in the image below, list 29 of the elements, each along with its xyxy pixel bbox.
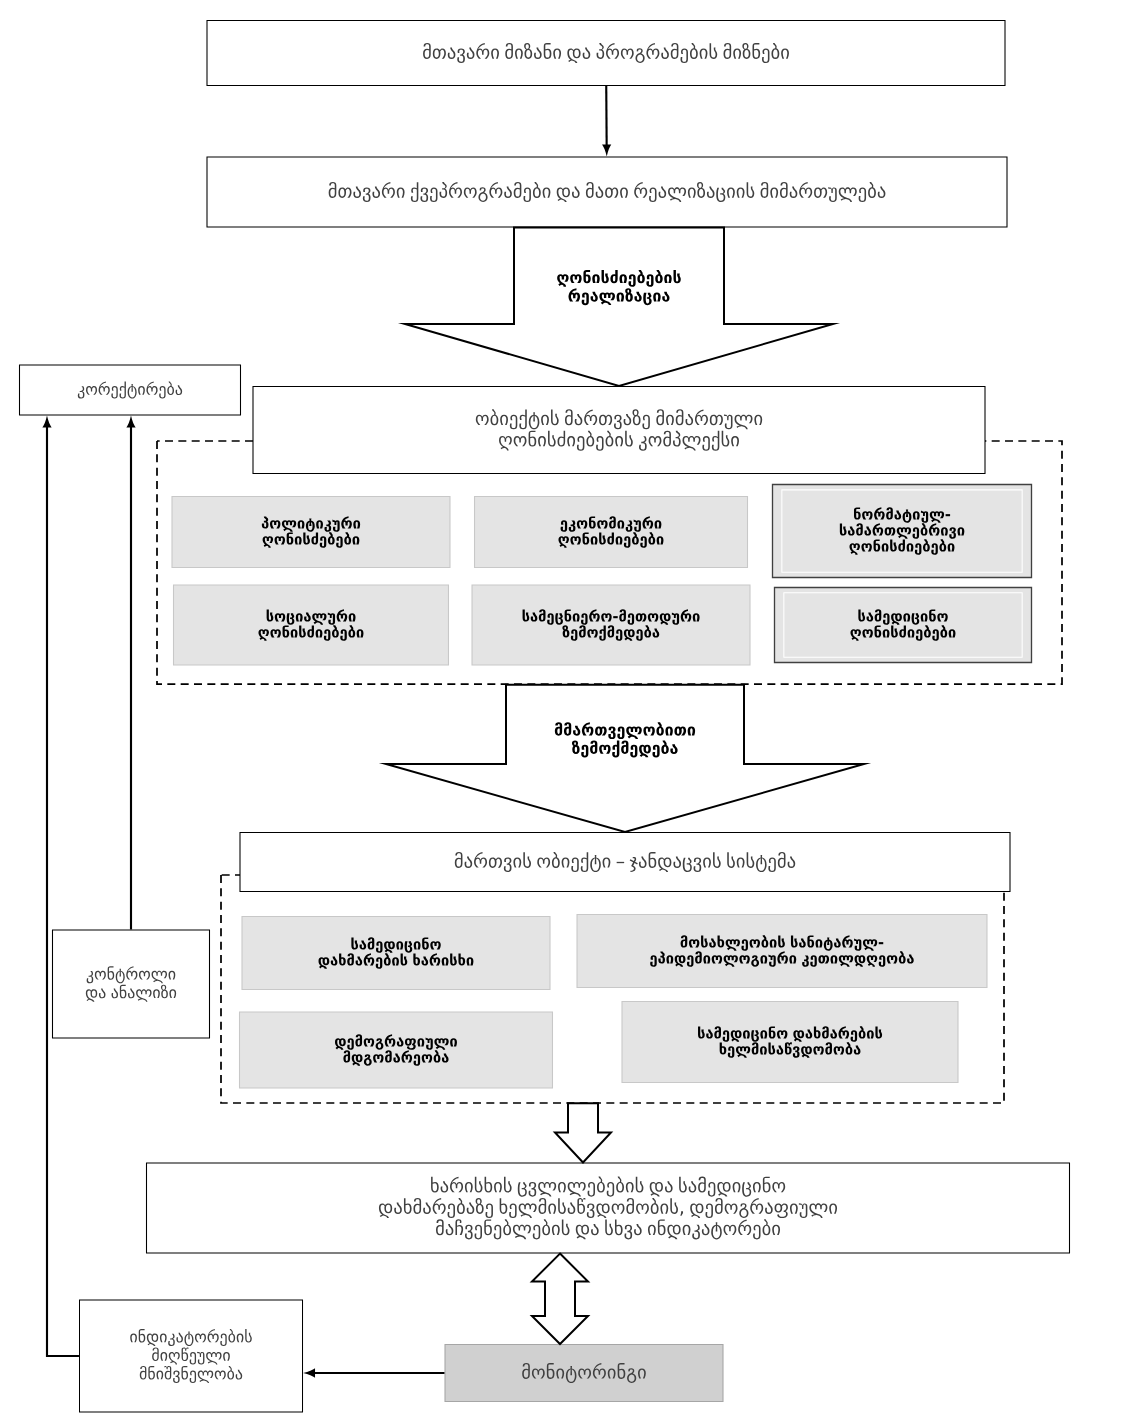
- text-box: ობიექტის მართვაზე მიმართული ღონისძიებების კომპლექსი: [252, 385, 986, 475]
- measure-box: სამედიცინო დახმარების ხარისხი: [241, 915, 551, 991]
- arrow: [602, 86, 611, 154]
- measure-box: სამეცნიერო-მეთოდური ზემოქმედება: [471, 584, 751, 666]
- block-arrow: [378, 683, 872, 833]
- edge-label: ღონისძიებების რეალიზაცია: [557, 269, 681, 306]
- measure-box: სამედიცინო ღონისძიებები: [773, 586, 1033, 664]
- measure-box: სოციალური ღონისძიებები: [172, 584, 450, 666]
- block-arrow: [529, 1252, 591, 1346]
- text-box: მთავარი მიზანი და პროგრამების მიზნები: [206, 19, 1006, 87]
- text-box: კორექტირება: [18, 364, 242, 416]
- arrow: [43, 418, 79, 1358]
- measure-box: მოსახლეობის სანიტარულ-ეპიდემიოლოგიური კეთილდღეობა: [576, 913, 988, 989]
- text-box: კონტროლი და ანალიზი: [51, 929, 211, 1039]
- text-box: ინდიკატორების მიღწეული მნიშვნელობა: [78, 1299, 304, 1413]
- arrow: [127, 418, 135, 930]
- monitoring-box: მონიტორინგი: [444, 1343, 724, 1403]
- arrow: [306, 1369, 445, 1377]
- text-box: ხარისხის ცვლილებების და სამედიცინო დახმარებაზე ხელმისაწვდომობის, დემოგრაფიული მაჩვენებლების და სხვა ინდიკატორები: [145, 1162, 1071, 1254]
- block-arrow: [397, 226, 841, 387]
- text-box: მთავარი ქვეპროგრამები და მათი რეალიზაციის მიმართულება: [206, 156, 1008, 228]
- measure-box: დემოგრაფიული მდგომარეობა: [238, 1011, 554, 1089]
- measure-box: ნორმატიულ-სამართლებრივი ღონისძიებები: [771, 483, 1033, 579]
- text-box: მართვის ობიექტი – ჯანდაცვის სისტემა: [239, 831, 1011, 893]
- measure-box: პოლიტიკური ღონისძებები: [171, 495, 451, 569]
- measure-box: სამედიცინო დახმარების ხელმისაწვდომობა: [621, 1000, 959, 1084]
- block-arrow: [552, 1102, 614, 1164]
- edge-label: მმართველობითი ზემოქმედება: [554, 722, 696, 758]
- measure-box: ეკონომიკური ღონისძიებები: [473, 495, 749, 569]
